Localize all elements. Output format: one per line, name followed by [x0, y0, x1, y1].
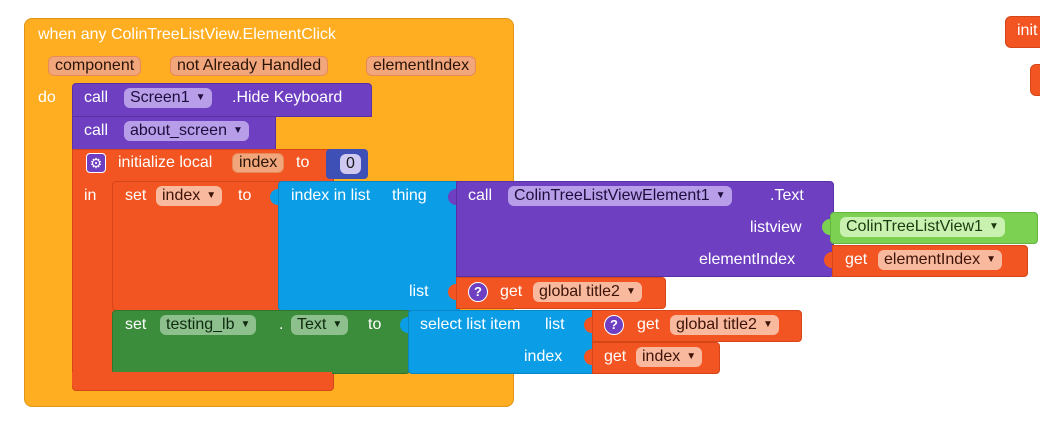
index-dropdown-label: index: [642, 348, 681, 365]
partial-init-block[interactable]: [1005, 16, 1040, 48]
screen1-dropdown[interactable]: Screen1 ▼: [124, 88, 212, 108]
set-testing-dot: .: [279, 316, 284, 333]
chevron-down-icon: ▼: [988, 221, 999, 232]
param-component[interactable]: component: [48, 56, 142, 76]
index-dropdown[interactable]: index ▼: [636, 347, 703, 367]
index-in-list-label: index in list: [291, 187, 371, 204]
chevron-down-icon: ▼: [206, 190, 217, 201]
initialize-local-label: initialize local: [118, 154, 213, 171]
listview-component-dropdown[interactable]: ColinTreeListView1 ▼: [840, 217, 1005, 237]
call-element-text-call-label: call: [468, 187, 493, 204]
set-testing-label: set: [125, 316, 147, 333]
local-var-index[interactable]: index: [232, 153, 285, 173]
chevron-down-icon: ▼: [195, 92, 206, 103]
listview-label: listview: [750, 219, 802, 236]
select-list-item-connector: [400, 317, 408, 333]
screen1-dropdown-label: Screen1: [130, 89, 190, 106]
help-icon[interactable]: ?: [468, 282, 488, 302]
initialize-local-footer: [72, 372, 332, 388]
element-component-dropdown[interactable]: ColinTreeListViewElement1 ▼: [508, 186, 732, 206]
testing-lb-dropdown[interactable]: testing_lb ▼: [160, 315, 257, 335]
set-testing-to-label: to: [368, 316, 382, 333]
testing-lb-dropdown-label: testing_lb: [166, 316, 235, 333]
get-global-title2-get-label-2: get: [637, 316, 660, 333]
global-title2-dropdown[interactable]: global title2 ▼: [533, 282, 642, 302]
get-global-title2-connector-2: [584, 317, 592, 333]
global-title2-dropdown-2[interactable]: global title2 ▼: [670, 315, 779, 335]
hide-keyboard-block[interactable]: [72, 83, 372, 117]
do-label: do: [38, 89, 56, 106]
in-label: in: [84, 187, 97, 204]
chevron-down-icon: ▼: [625, 286, 636, 297]
element-index-label: elementIndex: [699, 251, 796, 268]
list-label: list: [409, 283, 429, 300]
chevron-down-icon: ▼: [332, 319, 343, 330]
chevron-down-icon: ▼: [686, 351, 697, 362]
hide-keyboard-method: .Hide Keyboard: [232, 89, 343, 106]
chevron-down-icon: ▼: [986, 254, 996, 265]
gear-icon[interactable]: ⚙: [86, 153, 106, 173]
element-property-text: .Text: [770, 187, 804, 204]
text-property-dropdown[interactable]: Text ▼: [291, 315, 349, 335]
set-index-to-label: to: [238, 187, 252, 204]
element-component-dropdown-label: ColinTreeListViewElement1: [514, 187, 710, 204]
text-property-dropdown-label: Text: [297, 316, 327, 333]
global-title2-dropdown-label: global title2: [539, 283, 620, 300]
chevron-down-icon: ▼: [240, 319, 251, 330]
element-index-dropdown-label: elementIndex: [884, 251, 981, 268]
global-title2-dropdown-label-2: global title2: [676, 316, 757, 333]
hide-keyboard-call-label: call: [84, 89, 109, 106]
help-icon[interactable]: ?: [604, 315, 624, 335]
event-title: when any ColinTreeListView.ElementClick: [38, 26, 336, 43]
select-list-item-block[interactable]: [408, 310, 594, 374]
index-var-dropdown[interactable]: index ▼: [156, 186, 223, 206]
init-to-label: to: [296, 154, 310, 171]
get-element-index-connector: [824, 252, 832, 268]
index-var-dropdown-label: index: [162, 187, 201, 204]
about-call-label: call: [84, 122, 109, 139]
set-index-label: set: [125, 187, 147, 204]
chevron-down-icon: ▼: [762, 319, 773, 330]
chevron-down-icon: ▼: [232, 125, 243, 136]
partial-init-label: init: [1017, 22, 1038, 39]
element-index-dropdown[interactable]: elementIndex ▼: [878, 250, 1002, 270]
call-element-text-connector: [448, 189, 456, 205]
get-index-connector: [584, 349, 592, 365]
event-do-strip: [25, 84, 71, 391]
number-value[interactable]: 0: [340, 154, 361, 174]
select-list-list-label: list: [545, 316, 565, 333]
thing-label: thing: [392, 187, 427, 204]
index-in-list-block[interactable]: [278, 181, 460, 311]
get-element-index-get-label: get: [845, 251, 868, 268]
param-not-already-handled[interactable]: not Already Handled: [170, 56, 329, 76]
index-in-list-connector: [270, 189, 278, 205]
listview-component-connector: [822, 219, 830, 235]
partial-block-2[interactable]: [1030, 64, 1040, 96]
select-list-item-label: select list item: [420, 316, 521, 333]
get-global-title2-get-label: get: [500, 283, 523, 300]
chevron-down-icon: ▼: [715, 190, 726, 201]
listview-component-dropdown-label: ColinTreeListView1: [846, 218, 983, 235]
about-screen-dropdown-label: about_screen: [130, 122, 227, 139]
set-testing-lb-block[interactable]: [112, 310, 410, 374]
param-element-index[interactable]: elementIndex: [366, 56, 477, 76]
about-screen-dropdown[interactable]: about_screen ▼: [124, 121, 249, 141]
get-global-title2-connector: [448, 284, 456, 300]
get-index-get-label: get: [604, 348, 627, 365]
select-list-index-label: index: [524, 348, 563, 365]
